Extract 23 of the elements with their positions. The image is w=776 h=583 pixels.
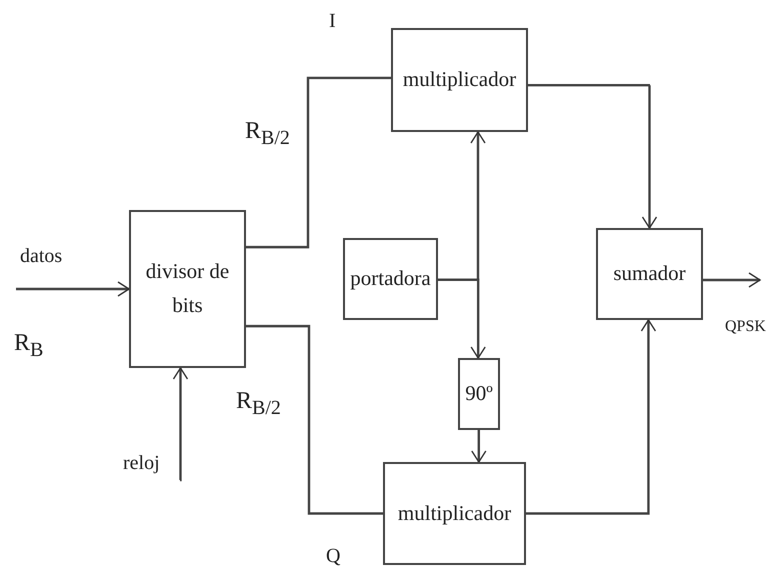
- arrow: [471, 428, 486, 463]
- arrow: [438, 278, 486, 359]
- connector-line: [246, 76, 391, 248]
- adder-block: sumador: [596, 228, 703, 320]
- connector-line: [246, 324, 383, 515]
- multiplier-block: multiplicador: [391, 28, 528, 132]
- phase-shift-block: 90º: [458, 358, 500, 430]
- carrier-block: portadora: [343, 238, 438, 320]
- input-label: reloj: [123, 452, 160, 475]
- signal-label: I: [329, 10, 336, 33]
- rate-label: R$_{B/2}$: [236, 388, 281, 420]
- rate-label: R$_{B}$: [14, 330, 44, 362]
- signal-label: Q: [326, 545, 340, 568]
- arrow: [702, 272, 761, 288]
- multiplier-block: multiplicador: [383, 462, 526, 565]
- arrow: [16, 281, 130, 297]
- divider-block: divisor de bits: [129, 210, 246, 368]
- arrow: [172, 367, 188, 482]
- arrow: [526, 319, 656, 515]
- rate-label: R$_{B/2}$: [245, 118, 290, 150]
- input-label: datos: [20, 245, 62, 268]
- output-label: QPSK: [725, 318, 766, 336]
- arrow: [528, 84, 658, 229]
